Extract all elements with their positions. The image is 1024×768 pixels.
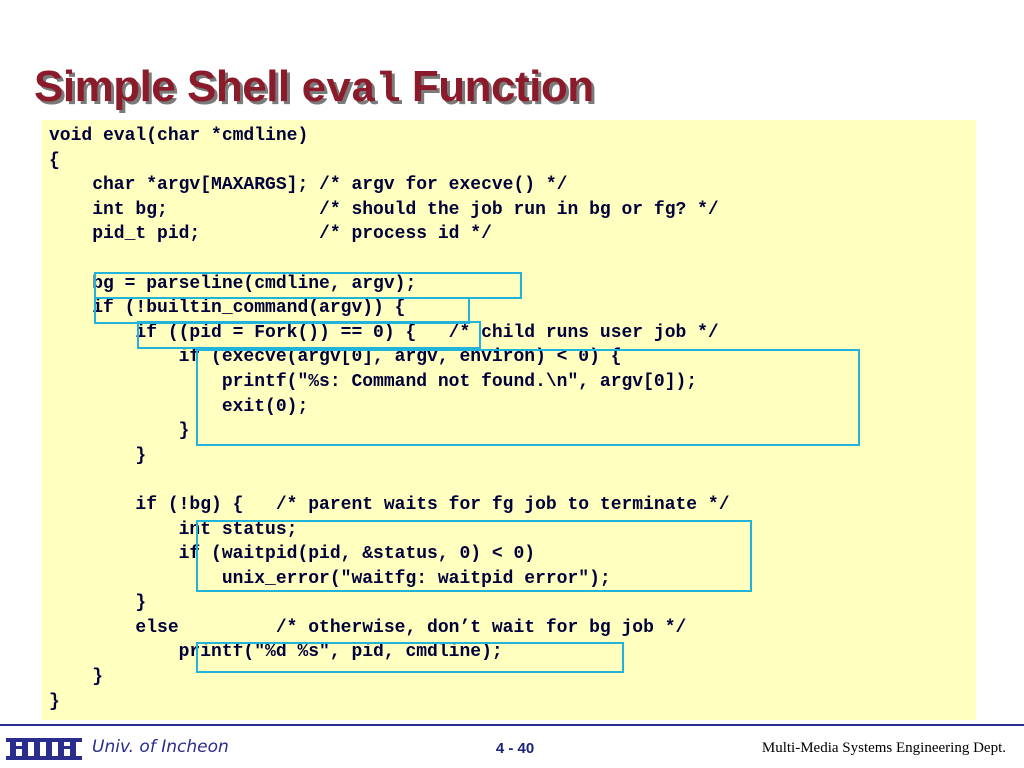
title-suffix: Function <box>400 62 594 111</box>
code-listing: void eval(char *cmdline) { char *argv[MA… <box>49 124 730 714</box>
code-line: if (waitpid(pid, &status, 0) < 0) <box>49 544 536 565</box>
code-line: { <box>49 150 60 171</box>
code-line: pid_t pid; /* process id */ <box>49 224 492 245</box>
highlight-builtin-command <box>94 297 470 324</box>
university-logo-icon <box>6 738 82 760</box>
code-line: void eval(char *cmdline) <box>49 126 309 146</box>
code-line: if (!builtin_command(argv)) { <box>49 298 406 319</box>
slide-title: Simple Shell eval Function <box>34 62 594 126</box>
title-prefix: Simple Shell <box>34 62 302 111</box>
highlight-printf-bg <box>196 642 624 673</box>
highlight-parseline <box>94 272 522 299</box>
code-line: int status; <box>49 519 298 540</box>
highlight-waitpid-block <box>196 520 752 592</box>
code-line: } <box>49 667 104 688</box>
code-line: printf("%s: Command not found.\n", argv[… <box>49 371 698 392</box>
code-line: bg = parseline(cmdline, argv); <box>49 273 417 294</box>
code-line: } <box>49 593 147 614</box>
code-line: char *argv[MAXARGS]; /* argv for execve(… <box>49 175 568 196</box>
code-line: } <box>49 445 147 466</box>
code-line: if (execve(argv[0], argv, environ) < 0) … <box>49 347 622 368</box>
code-line: printf("%d %s", pid, cmdline); <box>49 642 503 663</box>
highlight-fork <box>137 321 481 349</box>
code-line: else /* otherwise, don’t wait for bg job… <box>49 617 687 638</box>
code-line: unix_error("waitfg: waitpid error"); <box>49 568 611 589</box>
code-line: } <box>49 691 60 712</box>
code-line: exit(0); <box>49 396 309 417</box>
university-name: Univ. of Incheon <box>92 737 229 757</box>
code-line: if ((pid = Fork()) == 0) { /* child runs… <box>49 322 719 343</box>
highlight-execve-block <box>196 349 860 446</box>
department-name: Multi-Media Systems Engineering Dept. <box>761 740 1006 756</box>
page-number: 4 - 40 <box>495 740 535 757</box>
footer-divider <box>0 724 1024 726</box>
title-code-word: eval <box>301 66 401 114</box>
code-line: } <box>49 421 190 442</box>
code-line: if (!bg) { /* parent waits for fg job to… <box>49 494 730 515</box>
code-line: int bg; /* should the job run in bg or f… <box>49 199 719 220</box>
